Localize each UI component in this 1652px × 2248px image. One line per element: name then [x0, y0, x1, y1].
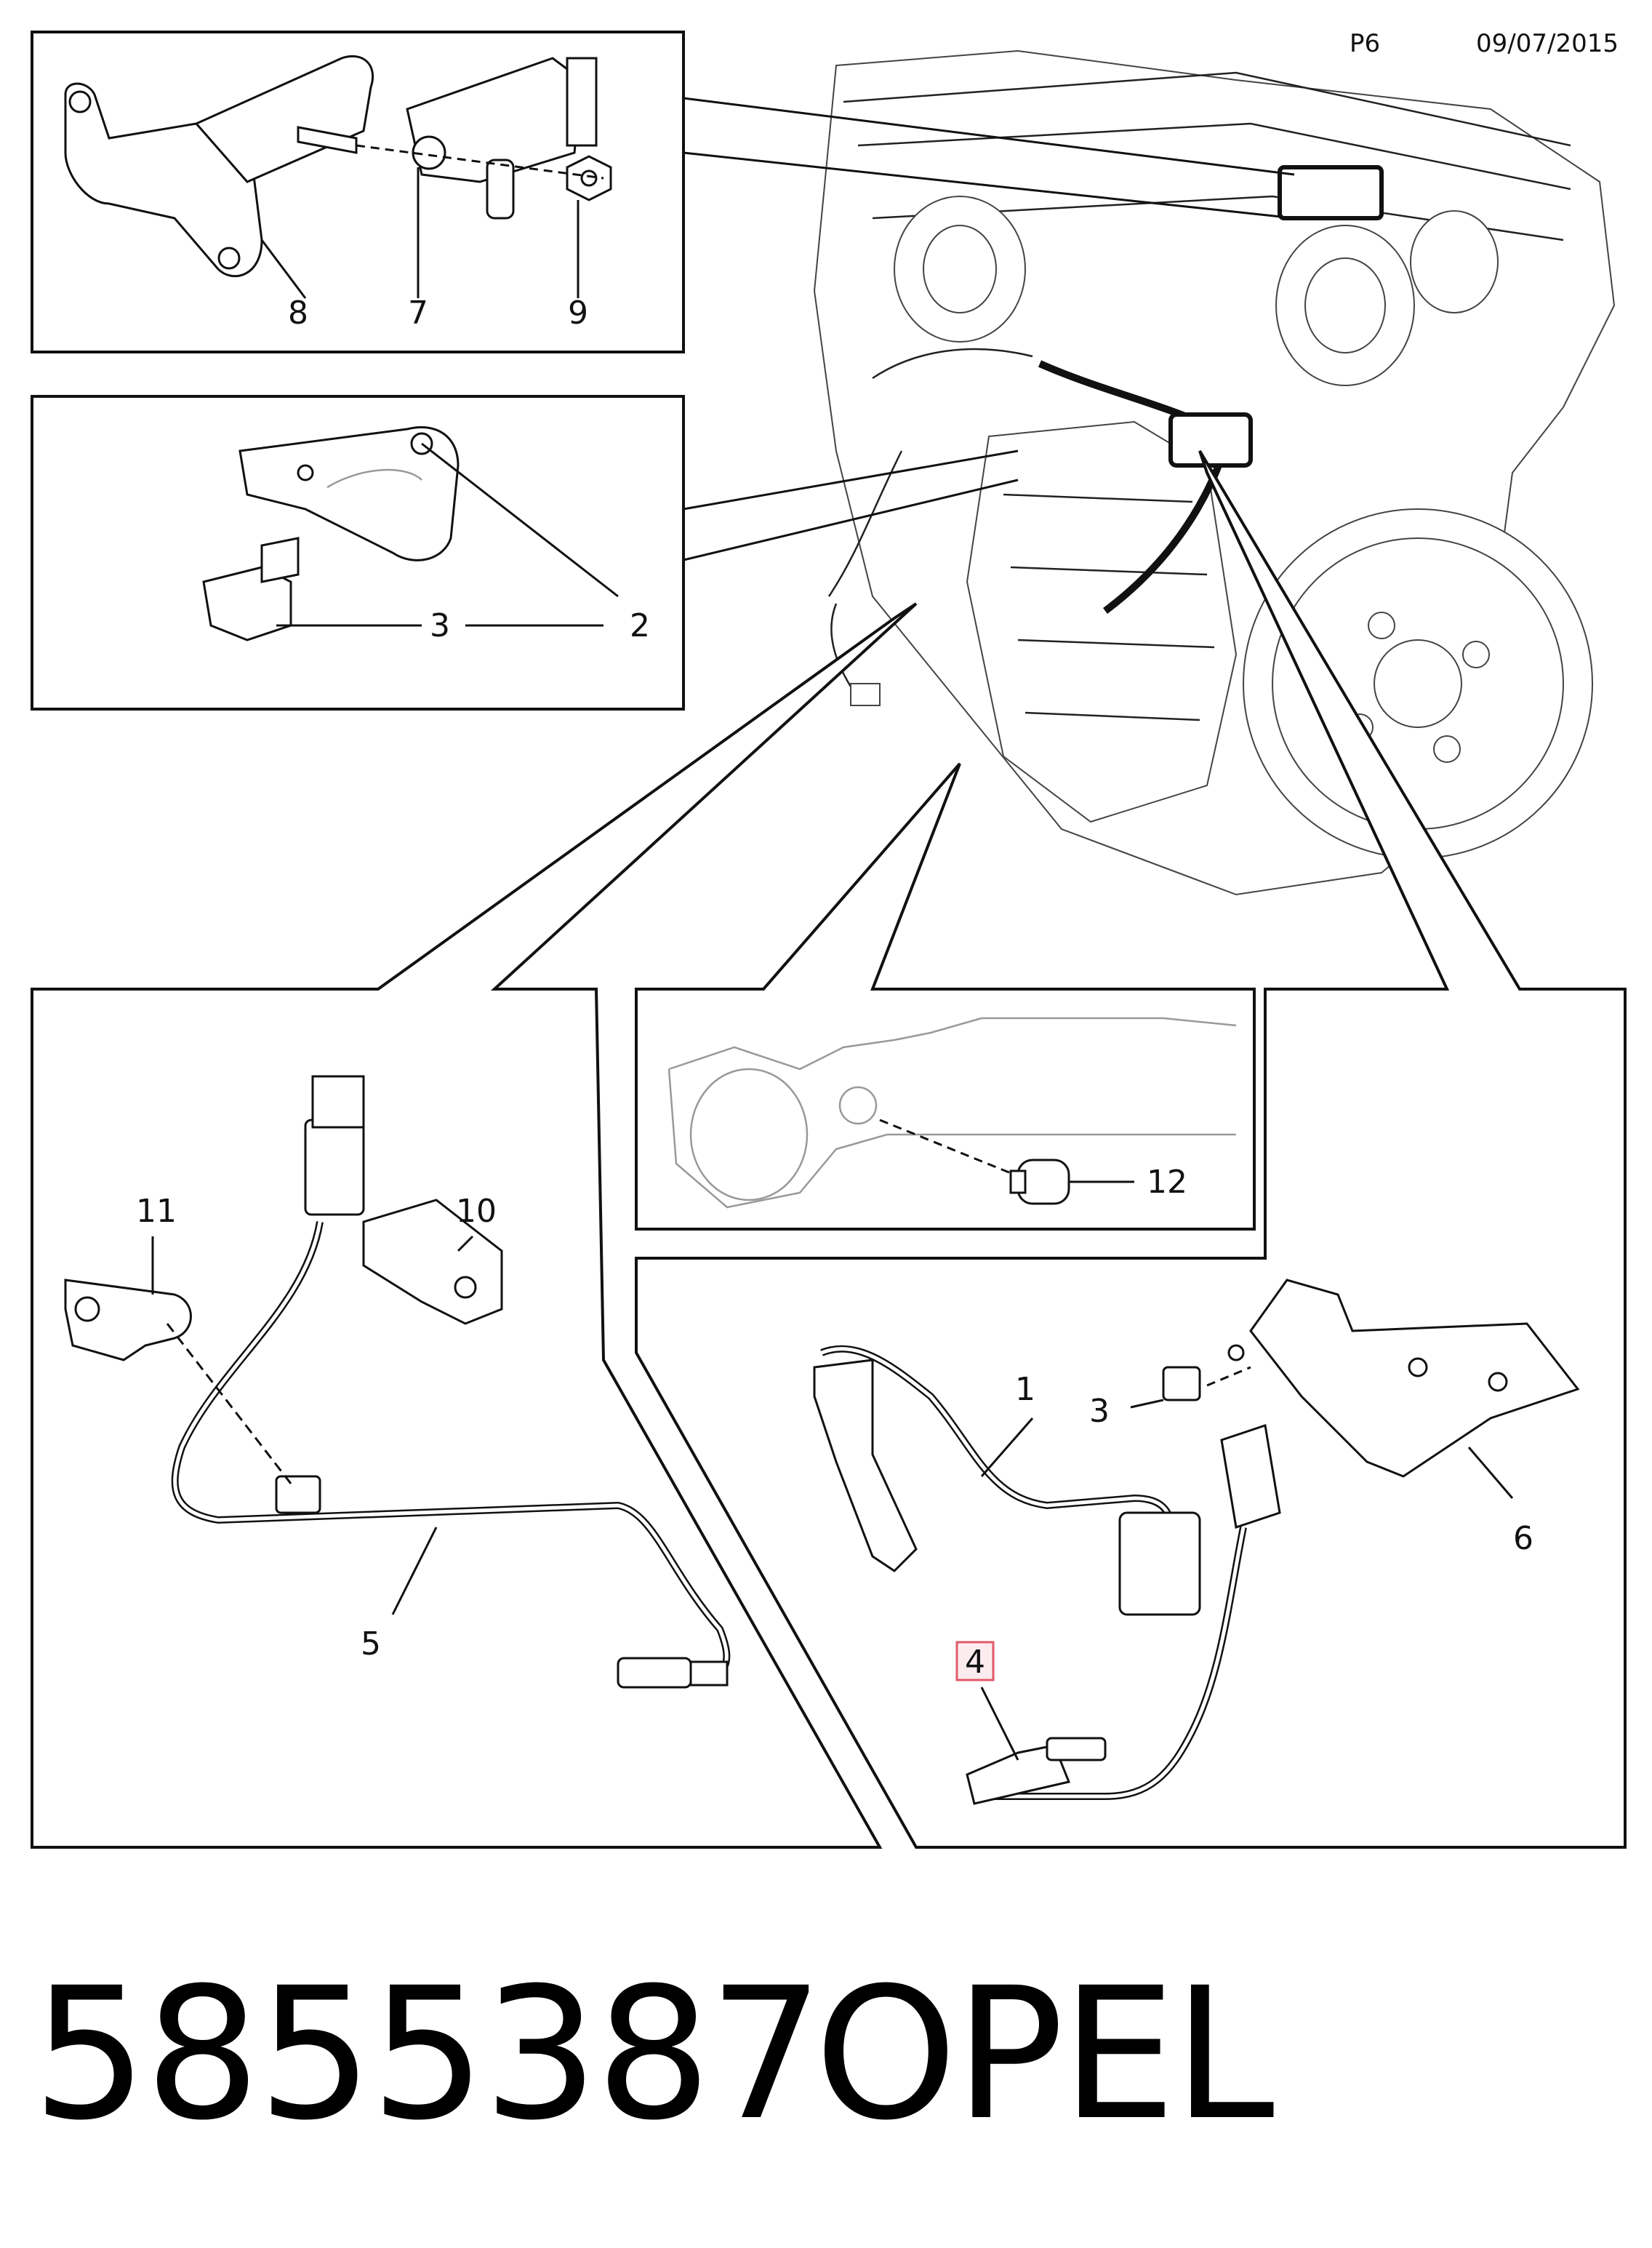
callout-4-highlight [955, 1641, 995, 1681]
callout-10: 10 [456, 1193, 497, 1230]
callout-3-upper: 3 [430, 607, 450, 644]
callout-2: 2 [630, 607, 650, 644]
callout-3-lower: 3 [1089, 1393, 1110, 1430]
callout-7: 7 [408, 295, 428, 332]
callout-8: 8 [288, 295, 308, 332]
brand-name: OPEL [814, 1948, 1275, 2160]
callout-11: 11 [136, 1193, 177, 1230]
detail-panel-exhaust-plug: 12 [635, 762, 1256, 1231]
detail-panel-heat-shield-clip: 3 2 [31, 395, 1019, 711]
callout-4: 4 [965, 1644, 985, 1681]
detail-panel-front-oxygen-sensor: 1 3 6 4 [635, 449, 1627, 1849]
callout-1: 1 [1015, 1371, 1035, 1408]
page-code: P6 [1350, 29, 1381, 58]
callout-12: 12 [1147, 1164, 1187, 1201]
part-number: 5855387 [32, 1948, 824, 2160]
callout-5: 5 [361, 1625, 381, 1663]
detail-panel-rear-oxygen-sensor: 11 10 5 [31, 602, 918, 1849]
parts-diagram: 8 7 9 3 2 [31, 31, 1627, 1849]
callout-6: 6 [1513, 1520, 1533, 1557]
callout-9: 9 [568, 295, 588, 332]
page-date: 09/07/2015 [1476, 29, 1619, 58]
detail-panel-bracket-sensor: 8 7 9 [31, 31, 1295, 353]
